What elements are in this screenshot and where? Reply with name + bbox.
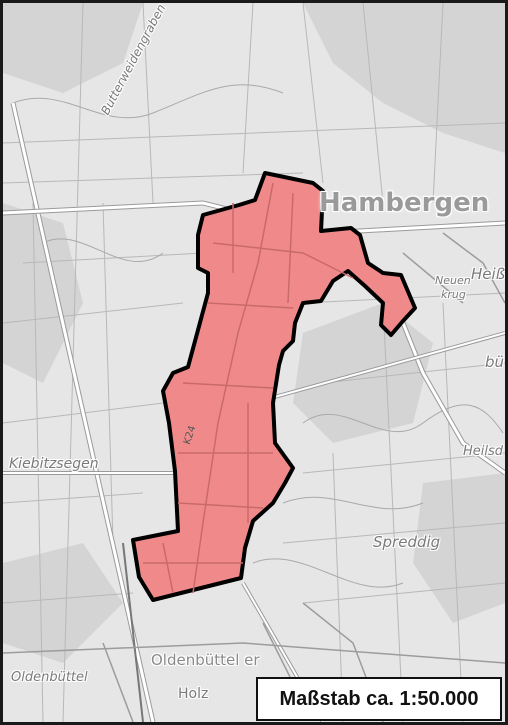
place-label-oldenbuettel-west: Oldenbüttel — [11, 670, 88, 685]
area-streets — [143, 182, 354, 594]
place-label-spreddig: Spreddig — [373, 533, 441, 551]
contour-lines — [12, 84, 504, 588]
place-label-neuen: Neuen — [435, 274, 471, 287]
place-label-krug: krug — [441, 288, 466, 301]
scale-box: Maßstab ca. 1:50.000 — [256, 677, 502, 721]
place-label-bu: bü — [485, 353, 505, 371]
scale-label: Maßstab ca. 1:50.000 — [279, 687, 479, 710]
place-label-hambergen: Hambergen — [319, 188, 490, 218]
place-label-oldenbuettel: Oldenbüttel er — [151, 651, 260, 669]
highlighted-area — [131, 171, 417, 602]
topographic-map — [3, 3, 505, 722]
place-label-kiebitzsegen: Kiebitzsegen — [9, 456, 99, 472]
place-label-heiss: Heiß — [471, 265, 506, 283]
place-label-holz: Holz — [178, 686, 209, 702]
field-lines — [3, 3, 505, 722]
place-label-heilsdorf: Heilsd — [463, 444, 504, 459]
